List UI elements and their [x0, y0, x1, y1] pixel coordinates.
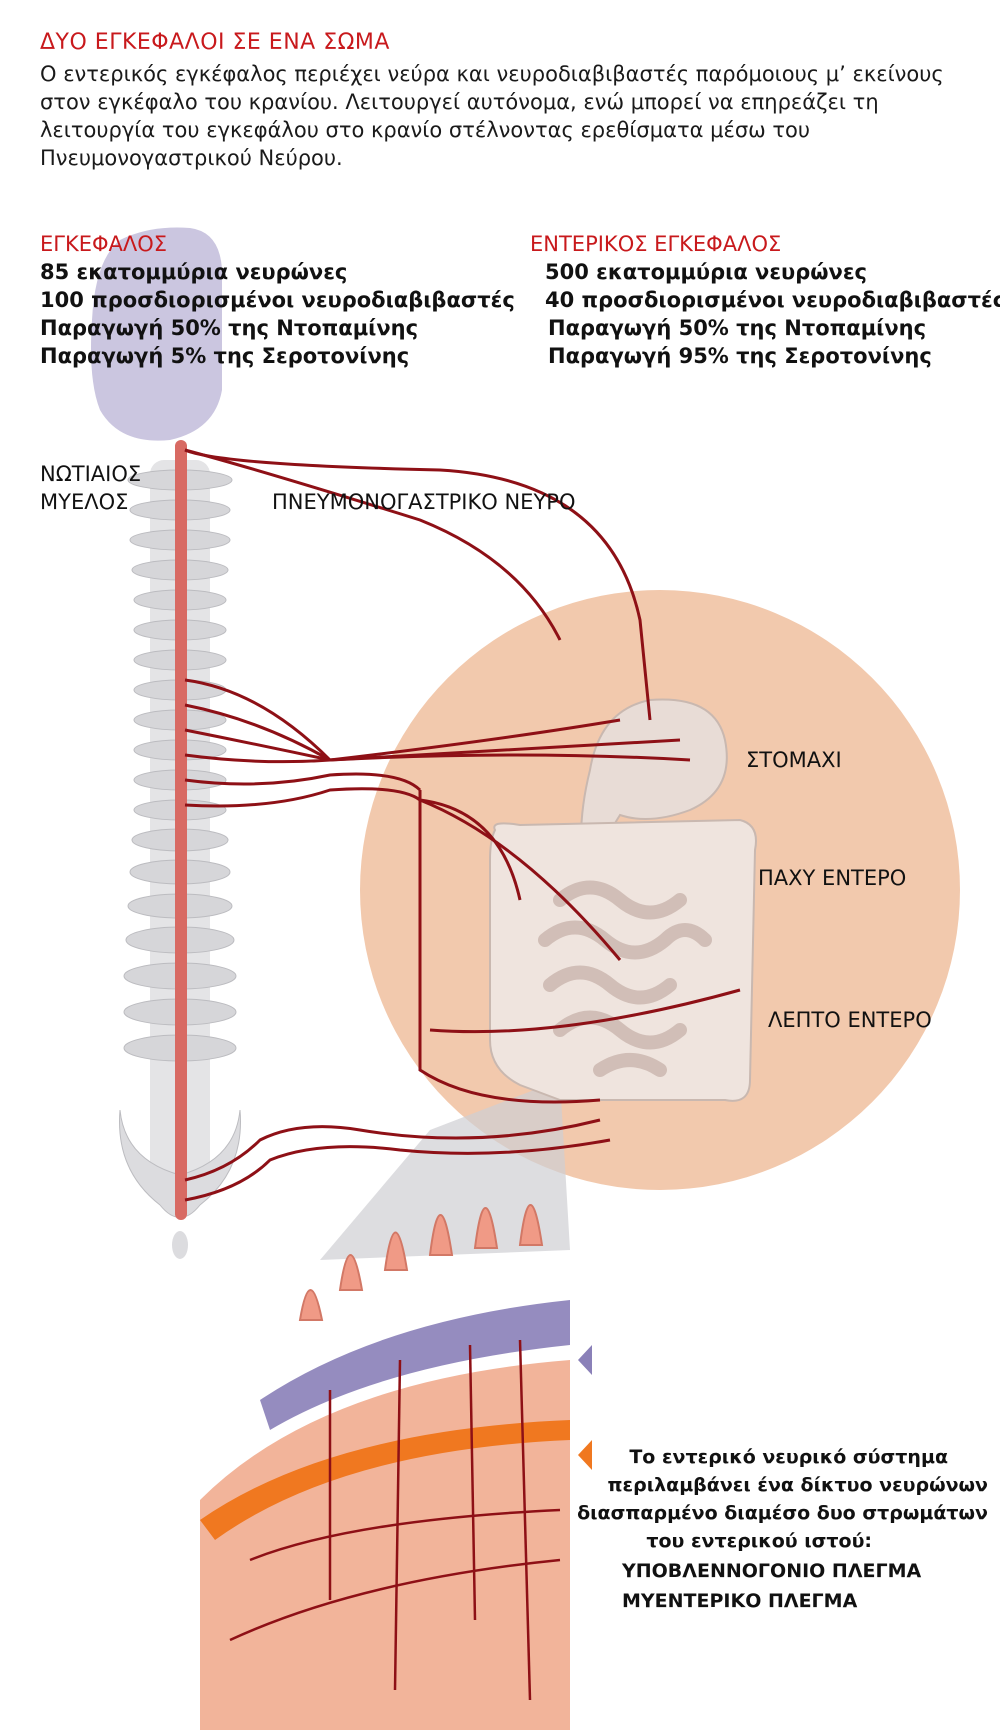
enteric-stat-4: Παραγωγή 95% της Σεροτονίνης: [548, 344, 932, 368]
enteric-stat-1: 500 εκατομμύρια νευρώνες: [545, 260, 867, 284]
vagus-nerve-label: ΠΝΕΥΜΟΝΟΓΑΣΤΡΙΚΟ ΝΕΥΡΟ: [272, 490, 576, 514]
spinal-cord: [175, 440, 187, 1220]
nerves: [184, 448, 741, 1202]
note-line-1: Το εντερικό νευρικό σύστημα: [629, 1446, 948, 1468]
magnify-wedge: [320, 1080, 570, 1260]
brain-stat-4: Παραγωγή 5% της Σεροτονίνης: [40, 344, 410, 368]
intro-line-1: Ο εντερικός εγκέφαλος περιέχει νεύρα και…: [40, 62, 944, 86]
note-line-2: περιλαμβάνει ένα δίκτυο νευρώνων: [607, 1474, 988, 1496]
spinal-cord-label-line2: ΜΥΕΛΟΣ: [40, 490, 129, 514]
brain-stat-2: 100 προσδιορισμένοι νευροδιαβιβαστές: [40, 288, 515, 312]
enteric-brain-heading: ΕΝΤΕΡΙΚΟΣ ΕΓΚΕΦΑΛΟΣ: [530, 232, 782, 256]
enteric-stat-2: 40 προσδιορισμένοι νευροδιαβιβαστές: [545, 288, 1000, 312]
stomach-label: ΣΤΟΜΑΧΙ: [746, 748, 842, 772]
large-intestine-label: ΠΑΧΥ ΕΝΤΕΡΟ: [758, 866, 907, 890]
brain-shape: [91, 227, 222, 441]
note-line-4: του εντερικού ιστού:: [646, 1530, 872, 1552]
brain-stat-3: Παραγωγή 50% της Ντοπαμίνης: [40, 316, 419, 340]
intestinal-wall-detail: [200, 1204, 592, 1730]
intro-line-4: Πνευμονογαστρικού Νεύρου.: [40, 146, 343, 170]
note-line-3: διασπαρμένο διαμέσο δυο στρωμάτων: [577, 1502, 988, 1524]
enteric-stat-3: Παραγωγή 50% της Ντοπαμίνης: [548, 316, 927, 340]
myenteric-plexus-label: ΜΥΕΝΤΕΡΙΚΟ ΠΛΕΓΜΑ: [622, 1590, 858, 1612]
brain-stat-1: 85 εκατομμύρια νευρώνες: [40, 260, 348, 284]
brain-heading: ΕΓΚΕΦΑΛΟΣ: [40, 232, 168, 256]
spinal-cord-label-line1: ΝΩΤΙΑΙΟΣ: [40, 462, 142, 486]
submucosal-plexus-label: ΥΠΟΒΛΕΝΝΟΓΟΝΙΟ ΠΛΕΓΜΑ: [622, 1560, 922, 1582]
intro-line-2: στον εγκέφαλο του κρανίου. Λειτουργεί αυ…: [40, 90, 879, 114]
small-intestine-label: ΛΕΠΤΟ ΕΝΤΕΡΟ: [768, 1008, 932, 1032]
page-title: ΔΥΟ ΕΓΚΕΦΑΛΟΙ ΣΕ ΕΝΑ ΣΩΜΑ: [40, 30, 390, 55]
intro-line-3: λειτουργία του εγκεφάλου στο κρανίο στέλ…: [40, 118, 811, 142]
